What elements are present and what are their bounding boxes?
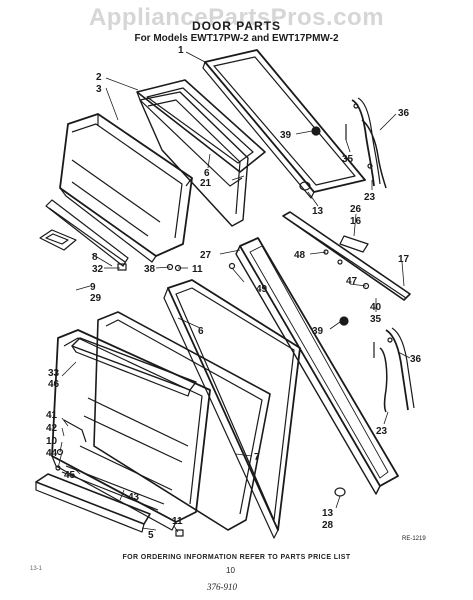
fresh-food-door-frame bbox=[93, 311, 271, 531]
callout-3: 3 bbox=[96, 84, 102, 95]
lower-hinge-assembly bbox=[373, 327, 415, 413]
callout-39-lower: 39 bbox=[312, 326, 324, 337]
callout-29: 29 bbox=[90, 293, 102, 304]
callout-23-upper: 23 bbox=[364, 192, 376, 203]
callout-39-upper: 39 bbox=[280, 130, 292, 141]
callout-16: 16 bbox=[350, 216, 362, 227]
callout-13-upper: 13 bbox=[312, 206, 324, 217]
callout-9: 9 bbox=[90, 282, 96, 293]
freezer-door-liner bbox=[59, 113, 193, 263]
callout-10: 10 bbox=[46, 436, 58, 447]
callout-49: 49 bbox=[256, 284, 268, 295]
callout-44: 44 bbox=[46, 448, 58, 459]
callout-43: 43 bbox=[128, 492, 140, 503]
callout-numbers: 1 2 3 39 36 6 21 35 23 13 26 16 27 48 17… bbox=[46, 45, 422, 541]
page-number: 10 bbox=[226, 566, 235, 575]
upper-hinge-assembly bbox=[299, 97, 387, 191]
callout-41: 41 bbox=[46, 410, 58, 421]
callout-21: 21 bbox=[200, 178, 212, 189]
callout-36-upper: 36 bbox=[398, 108, 410, 119]
fresh-food-door-gasket bbox=[163, 279, 301, 539]
callout-46: 46 bbox=[48, 379, 60, 390]
callout-23-lower: 23 bbox=[376, 426, 388, 437]
callout-7: 7 bbox=[254, 452, 260, 463]
watermark: AppliancePartsPros.com bbox=[88, 4, 385, 31]
callout-40: 40 bbox=[370, 302, 382, 313]
callout-33: 33 bbox=[48, 368, 60, 379]
fresh-food-outer-panel-face bbox=[240, 246, 398, 486]
callout-48: 48 bbox=[294, 250, 306, 261]
callout-13-lower: 13 bbox=[322, 508, 334, 519]
callout-11-upper: 11 bbox=[192, 264, 203, 275]
callout-5: 5 bbox=[148, 530, 154, 541]
callout-35-upper: 35 bbox=[342, 154, 354, 165]
callout-36-lower: 36 bbox=[410, 354, 422, 365]
callout-6-lower: 6 bbox=[198, 326, 204, 337]
callout-27: 27 bbox=[200, 250, 212, 261]
dairy-compartment bbox=[71, 337, 197, 397]
handwritten-note: 376-910 bbox=[207, 582, 237, 592]
callout-17: 17 bbox=[398, 254, 410, 265]
callout-28: 28 bbox=[322, 520, 334, 531]
model-subtitle: For Models EWT17PW-2 and EWT17PMW-2 bbox=[134, 33, 339, 44]
callout-47: 47 bbox=[346, 276, 358, 287]
freezer-door-gasket bbox=[136, 79, 266, 187]
freezer-handle-insert bbox=[39, 229, 77, 251]
fresh-food-door-liner bbox=[51, 329, 211, 531]
callout-26: 26 bbox=[350, 204, 362, 215]
ordering-note: FOR ORDERING INFORMATION REFER TO PARTS … bbox=[122, 554, 351, 561]
freezer-door-frame bbox=[139, 91, 249, 227]
freezer-outer-door-panel bbox=[202, 49, 366, 199]
door-shelf-parts bbox=[55, 419, 184, 537]
callout-38: 38 bbox=[144, 264, 156, 275]
callout-1: 1 bbox=[178, 45, 184, 56]
page-title: DOOR PARTS bbox=[191, 19, 282, 33]
door-bottom-bin bbox=[35, 465, 165, 533]
freezer-door-shelf-bar bbox=[45, 199, 129, 267]
leader-lines bbox=[57, 51, 411, 533]
callout-45: 45 bbox=[64, 470, 76, 481]
callout-8: 8 bbox=[92, 252, 98, 263]
callout-2: 2 bbox=[96, 72, 102, 83]
left-margin-mark: 13-1 bbox=[30, 566, 43, 572]
catalog-code: RE-1219 bbox=[402, 536, 426, 542]
callout-11-lower: 11 bbox=[172, 516, 183, 527]
callout-32: 32 bbox=[92, 264, 104, 275]
callout-6-upper: 6 bbox=[204, 168, 210, 179]
callout-35-lower: 35 bbox=[370, 314, 382, 325]
callout-42: 42 bbox=[46, 423, 58, 434]
